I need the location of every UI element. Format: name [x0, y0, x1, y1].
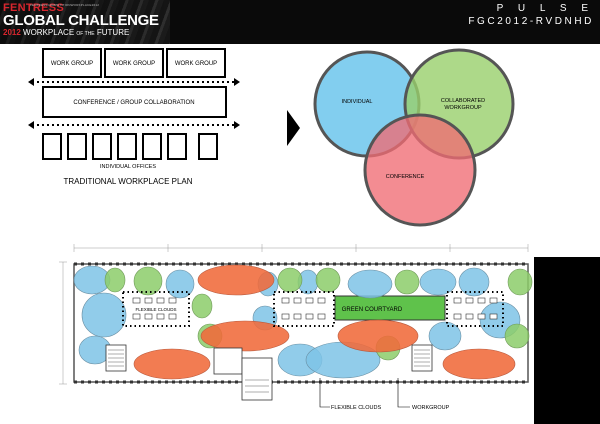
service-cores	[105, 344, 433, 401]
office-box	[92, 133, 112, 160]
header-photo	[0, 0, 170, 44]
flexible-cloud-zone	[419, 268, 457, 296]
conference-zone	[200, 320, 290, 352]
logo-year: 2012	[3, 28, 21, 37]
office-box	[67, 133, 87, 160]
elevator-core	[213, 347, 243, 375]
workgroup-zone	[133, 266, 163, 296]
circulation-arrows	[32, 81, 236, 126]
logo-global-challenge: GLOBAL CHALLENGE	[3, 12, 159, 29]
lobby-core	[241, 357, 273, 401]
arrow-head	[28, 78, 34, 86]
office-box	[167, 133, 187, 160]
orange-zones	[133, 264, 516, 380]
work-group-label-3: WORK GROUP	[175, 61, 217, 67]
conference-zone	[133, 348, 211, 380]
work-group-label-1: WORK GROUP	[51, 61, 93, 67]
black-panel	[534, 257, 600, 424]
callout-flexible-clouds: FLEXIBLE CLOUDS	[331, 405, 381, 411]
venn-conference	[363, 113, 477, 227]
flexible-cloud-zone	[458, 267, 490, 297]
callout-line-flexible	[319, 378, 330, 408]
header-tagline: FENTRESSCOMPETITIONWORKPLACE2012	[30, 3, 100, 7]
flexible-cloud-zone	[347, 269, 393, 299]
callout-workgroup: WORKGROUP	[412, 405, 450, 411]
flexible-cloud-zone	[73, 265, 111, 295]
dimension-lines	[59, 244, 529, 385]
venn-collaborated-label-2: WORKGROUP	[444, 105, 482, 111]
offices-label: INDIVIDUAL OFFICES	[100, 164, 156, 170]
flexible-clouds-inline-label: FLEXIBLE CLOUDS	[135, 307, 176, 312]
logo-fentress: FENTRESS	[3, 2, 65, 14]
desk-clusters	[132, 297, 498, 320]
flow-arrow-icon	[287, 110, 300, 146]
green-courtyard-label: GREEN COURTYARD	[342, 307, 403, 313]
venn-collaborated-label-1: COLLABORATED	[441, 98, 485, 104]
workgroup-zone	[394, 269, 420, 295]
venn-individual-label: INDIVIDUAL	[342, 99, 373, 105]
conference-zone	[337, 319, 419, 353]
flexible-cloud-boundary	[273, 291, 335, 327]
work-group-box-2	[104, 48, 164, 78]
office-box	[142, 133, 162, 160]
work-group-label-2: WORK GROUP	[113, 61, 155, 67]
traditional-plan	[42, 48, 227, 160]
workgroup-zone	[315, 267, 341, 293]
workgroup-zone	[504, 323, 530, 349]
arrow-head	[234, 121, 240, 129]
logo-workplace: WORKPLACE	[23, 28, 75, 37]
conference-label: CONFERENCE / GROUP COLLABORATION	[73, 100, 194, 106]
flexible-cloud-boundary	[122, 291, 190, 327]
venn-conference-label: CONFERENCE	[386, 174, 425, 180]
logo-workplace-line: 2012 WORKPLACE OF THE FUTURE	[3, 29, 159, 37]
conference-box	[42, 86, 227, 118]
venn-diagram	[313, 48, 515, 227]
arrow-head	[234, 78, 240, 86]
header-bar: FENTRESS GLOBAL CHALLENGE 2012 WORKPLACE…	[0, 0, 600, 44]
plan-caption: TRADITIONAL WORKPLACE PLAN	[63, 177, 192, 186]
work-group-box-3	[166, 48, 226, 78]
workgroup-zone	[191, 293, 213, 319]
green-zones	[104, 266, 533, 361]
callout-lines	[319, 378, 410, 408]
page-title: P U L S E	[496, 3, 594, 14]
logo-future: FUTURE	[96, 28, 130, 37]
office-box	[42, 133, 62, 160]
office-box	[198, 133, 218, 160]
office-box	[117, 133, 137, 160]
conference-zone	[442, 348, 516, 380]
workgroup-zone	[104, 267, 126, 293]
callout-line-workgroup	[397, 378, 410, 408]
arrow-heads	[28, 78, 240, 129]
logo-of-the: OF THE	[76, 31, 95, 37]
work-group-box-1	[42, 48, 102, 78]
flexible-cloud-zone	[428, 321, 462, 351]
flexible-cloud-zone	[81, 292, 127, 338]
floor-plan: GREEN COURTYARD	[59, 244, 533, 411]
arrow-head	[28, 121, 34, 129]
stair-treads	[108, 349, 430, 393]
cloud-boundaries	[122, 291, 504, 327]
workgroup-zone	[507, 268, 533, 296]
green-courtyard	[334, 295, 446, 321]
flexible-cloud-boundary	[446, 291, 504, 327]
competition-logo: FENTRESS GLOBAL CHALLENGE 2012 WORKPLACE…	[3, 3, 159, 37]
conference-zone	[197, 264, 275, 296]
workgroup-zone	[277, 267, 303, 293]
project-code: FGC2012-RVDNHD	[468, 16, 594, 27]
